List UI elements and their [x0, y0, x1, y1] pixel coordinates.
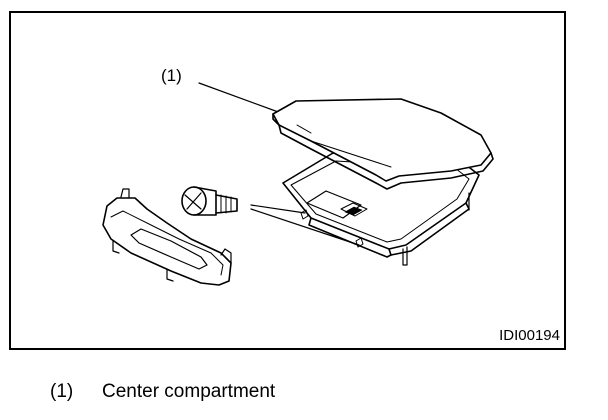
- diagram-frame: (1) IDI00194: [9, 11, 566, 350]
- compartment-lid: [272, 98, 494, 190]
- clip-fastener: [181, 186, 238, 216]
- callout-leader-line: [198, 82, 282, 114]
- fastener-pointer-lines: [250, 204, 360, 246]
- callout-label: (1): [161, 66, 182, 85]
- exploded-parts-drawing: [102, 82, 494, 286]
- front-bezel-part: [102, 188, 232, 286]
- legend-item: (1) Center compartment: [50, 381, 275, 403]
- legend-item-text: Center compartment: [102, 381, 276, 402]
- legend-item-number: (1): [50, 381, 74, 402]
- figure-id: IDI00194: [499, 327, 560, 344]
